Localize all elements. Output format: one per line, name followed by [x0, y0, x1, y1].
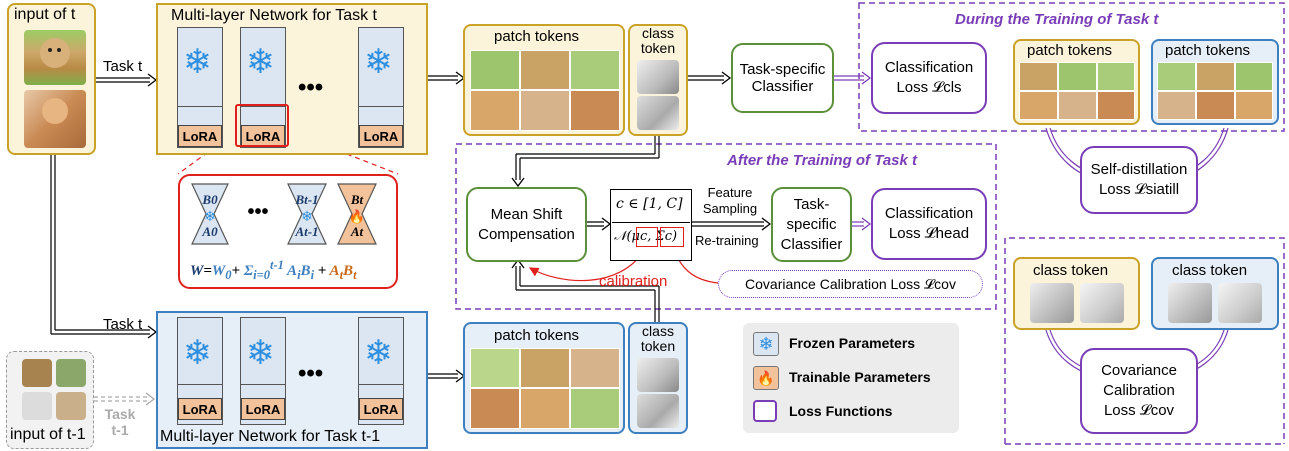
calibration-label: calibration — [599, 273, 668, 290]
frozen-icon: ❄ — [364, 43, 393, 81]
during-training-region — [858, 2, 1285, 132]
lora-block-1: LoRA — [178, 125, 222, 147]
frozen-icon: ❄ — [246, 43, 275, 81]
gaussian-box — [610, 189, 692, 261]
cat-image — [24, 90, 86, 148]
sigma-highlight — [660, 227, 684, 247]
right-region-border — [1004, 237, 1285, 444]
class-token-right-gold-img-2 — [1080, 283, 1124, 323]
svg-text:Bt: Bt — [350, 192, 364, 207]
patch-tokens-during-blue-label: patch tokens — [1165, 42, 1251, 59]
feature-sampling-label: Feature Sampling — [702, 185, 758, 216]
class-token-right-blue-label: class token — [1172, 262, 1248, 279]
class-token-top-cat — [637, 96, 679, 130]
lora-block-t1-n: LoRA — [359, 398, 403, 420]
frozen-legend-icon: ❄ — [753, 332, 779, 356]
task-specific-classifier-after: Task-specific Classifier — [771, 187, 852, 262]
classification-loss-head: Classification Loss 𝓛head — [871, 188, 987, 260]
svg-text:•••: ••• — [247, 201, 268, 223]
svg-text:🔥: 🔥 — [349, 209, 365, 224]
legend-trainable: Trainable Parameters — [789, 369, 931, 385]
class-token-bottom-label: class token — [640, 323, 676, 354]
patch-grid-top — [470, 50, 620, 131]
horse-image — [22, 359, 52, 387]
patch-tokens-bottom-label: patch tokens — [494, 327, 580, 344]
legend-loss: Loss Functions — [789, 403, 893, 419]
dog-image — [24, 30, 86, 85]
task-t1-label: Task t-1 — [104, 406, 136, 438]
task-t-label-top: Task t — [103, 58, 143, 75]
mu-highlight — [636, 227, 658, 247]
frozen-icon: ❄ — [183, 334, 212, 372]
classification-loss-cls: Classification Loss 𝓛cls — [871, 42, 987, 114]
re-training-label: Re-training — [695, 233, 759, 248]
mean-shift-compensation: Mean Shift Compensation — [466, 187, 587, 262]
patch-grid-during-blue — [1157, 62, 1273, 120]
class-token-right-gold-img-1 — [1030, 283, 1074, 323]
network-t-title: Multi-layer Network for Task t — [171, 7, 377, 24]
class-token-top-dog — [637, 60, 679, 94]
svg-text:❄: ❄ — [301, 208, 313, 224]
patch-grid-during-gold — [1019, 62, 1135, 120]
covariance-calibration-loss-box: Covariance Calibration Loss 𝓛cov — [1080, 348, 1198, 434]
loss-legend-icon — [753, 400, 777, 422]
gaussian-distribution: 𝒩(μc, Σc) — [614, 229, 678, 244]
ellipsis-bottom: ••• — [298, 360, 324, 387]
frozen-icon: ❄ — [183, 43, 212, 81]
svg-text:❄: ❄ — [204, 208, 216, 224]
legend — [743, 323, 959, 433]
svg-text:At-1: At-1 — [294, 224, 318, 239]
lora-highlight — [235, 104, 289, 147]
lora-block-t1-2: LoRA — [241, 398, 285, 420]
ellipsis-top: ••• — [298, 74, 324, 101]
class-token-top-label: class token — [640, 25, 676, 56]
self-distillation-loss: Self-distillation Loss 𝓛siatill — [1080, 146, 1198, 214]
patch-tokens-top-label: patch tokens — [494, 28, 580, 45]
lora-block-t1-1: LoRA — [178, 398, 222, 420]
class-token-right-blue-img-1 — [1168, 283, 1212, 323]
deer-image — [56, 359, 86, 387]
class-token-right-blue-img-2 — [1218, 283, 1262, 323]
svg-text:A0: A0 — [201, 224, 218, 239]
frozen-icon: ❄ — [246, 334, 275, 372]
input-t-label: input of t — [14, 6, 76, 23]
during-training-title: During the Training of Task t — [955, 11, 1159, 28]
class-token-bottom-dog — [637, 358, 679, 392]
class-token-bottom-cat — [637, 394, 679, 428]
class-range: c ∈ [1, C] — [616, 196, 683, 212]
frozen-icon: ❄ — [364, 334, 393, 372]
class-token-right-gold-label: class token — [1033, 262, 1109, 279]
patch-grid-bottom — [470, 348, 620, 429]
trainable-legend-icon: 🔥 — [753, 366, 779, 390]
svg-text:Bt-1: Bt-1 — [294, 192, 318, 207]
lora-shapes: B0 A0 Bt-1 At-1 Bt At ❄ ❄ 🔥 ••• — [191, 183, 377, 245]
deer-image-2 — [56, 392, 86, 420]
svg-text:B0: B0 — [201, 192, 218, 207]
legend-frozen: Frozen Parameters — [789, 335, 916, 351]
lora-block-n: LoRA — [359, 125, 403, 147]
task-t-label-bottom: Task t — [103, 316, 143, 333]
after-training-title: After the Training of Task t — [727, 152, 918, 169]
after-training-region — [455, 143, 997, 310]
svg-text:At: At — [350, 224, 364, 239]
task-specific-classifier-top: Task-specific Classifier — [731, 43, 834, 113]
white-horse-image — [22, 392, 52, 420]
patch-tokens-during-gold-label: patch tokens — [1027, 42, 1113, 59]
input-t1-label: input of t-1 — [10, 426, 86, 443]
covariance-calibration-pill: Covariance Calibration Loss 𝓛cov — [718, 270, 983, 298]
lora-formula: W=W0+ Σi=0t-1 AiBi + AtBt — [190, 258, 357, 282]
network-t1-title: Multi-layer Network for Task t-1 — [160, 428, 381, 445]
